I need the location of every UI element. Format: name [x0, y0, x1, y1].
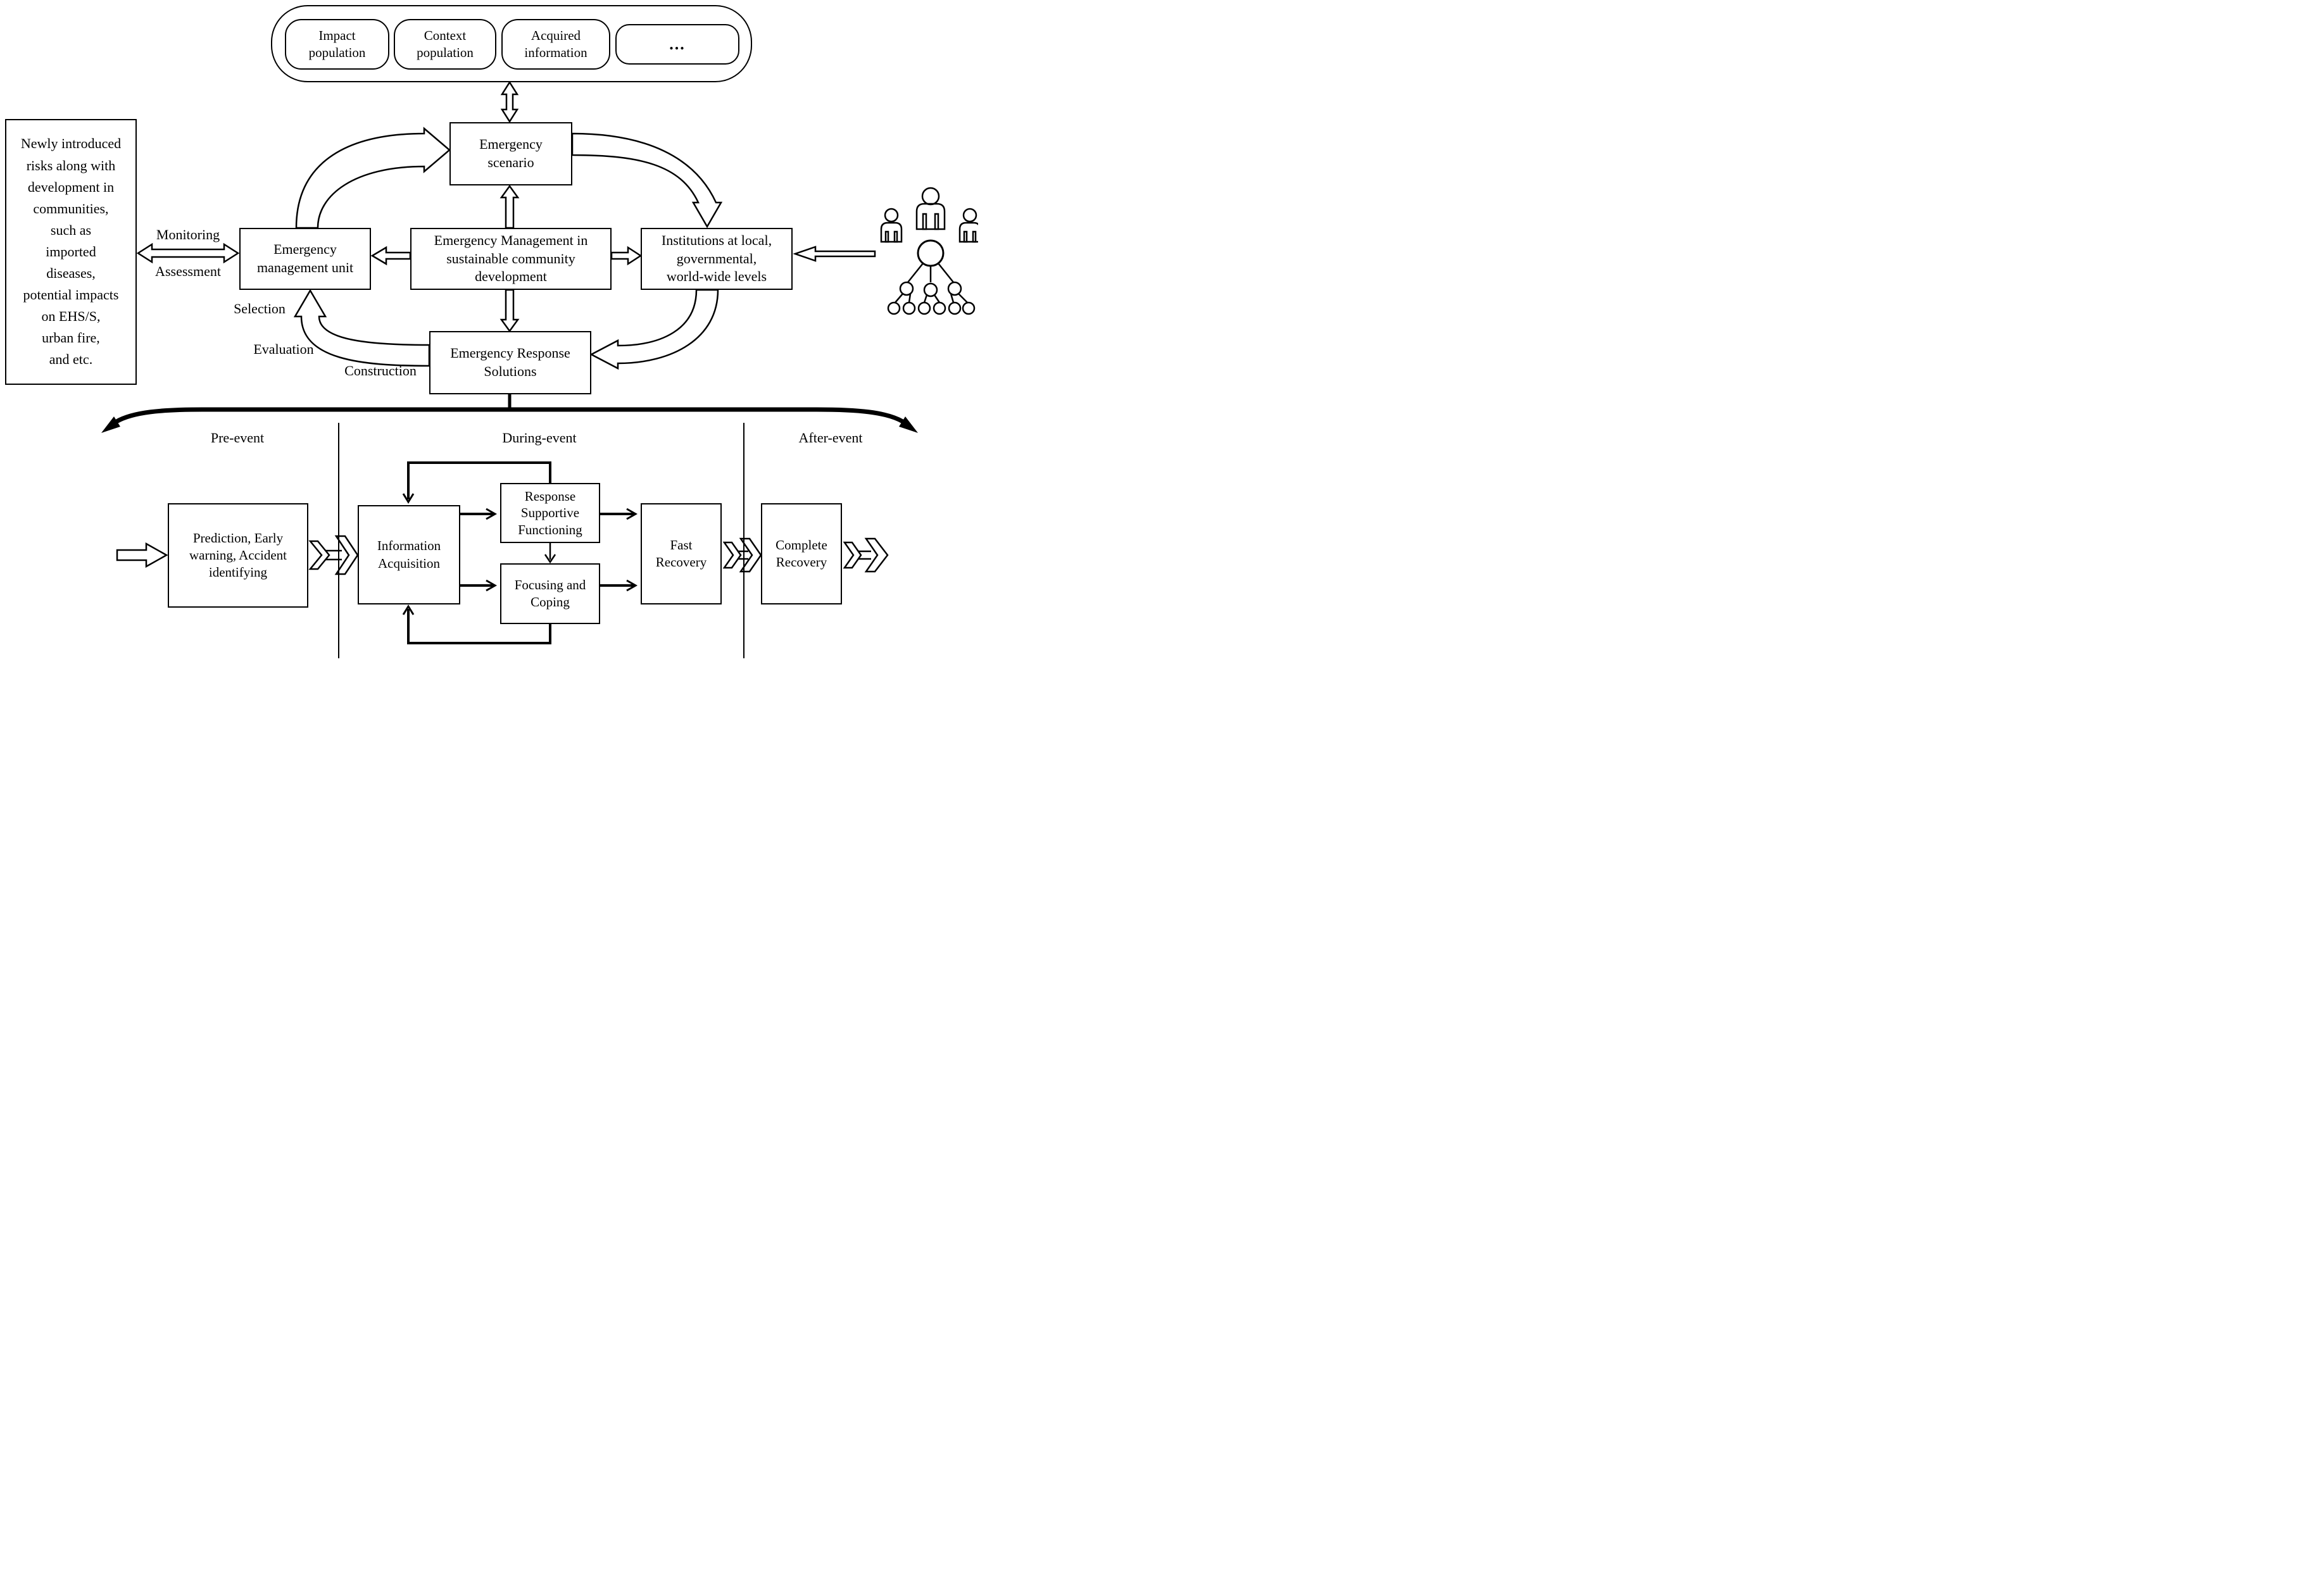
person-icon: [962, 208, 977, 223]
arrowhead: [402, 604, 415, 615]
context-population-label: Context population: [417, 27, 474, 60]
phase-during-event-label: During-event: [502, 430, 577, 446]
arrow-complete-out: [843, 537, 889, 573]
arrow-center-to-unit: [370, 246, 411, 266]
phase-pre-event-label: Pre-event: [210, 430, 265, 446]
institutions-label: Institutions at local, governmental, wor…: [661, 232, 772, 285]
emergency-management-diagram: Impact population Context population Acq…: [0, 0, 978, 661]
arrowhead: [486, 508, 498, 520]
phase-after-event-label: After-event: [798, 430, 863, 446]
emergency-response-solutions-box: Emergency Response Solutions: [429, 331, 591, 394]
arrow-institutions-to-solutions: [589, 289, 719, 370]
arrowhead: [544, 554, 556, 564]
information-acquisition-label: Information Acquisition: [377, 538, 441, 571]
emergency-scenario-label: Emergency scenario: [479, 136, 543, 170]
emergency-management-center-box: Emergency Management in sustainable comm…: [410, 228, 612, 290]
arrow-into-prediction: [116, 542, 168, 568]
new-risks-note-box: Newly introduced risks along with develo…: [5, 119, 137, 385]
response-supportive-box: Response Supportive Functioning: [500, 483, 600, 543]
community-people-icon: [880, 187, 978, 315]
emergency-management-unit-box: Emergency management unit: [239, 228, 371, 290]
institutions-box: Institutions at local, governmental, wor…: [641, 228, 793, 290]
arrowhead: [402, 493, 415, 504]
focusing-coping-box: Focusing and Coping: [500, 563, 600, 624]
arrow-scenario-to-institutions: [571, 132, 723, 228]
ellipsis-label: ...: [669, 35, 686, 54]
complete-recovery-label: Complete Recovery: [776, 537, 827, 570]
emergency-management-unit-label: Emergency management unit: [256, 241, 354, 275]
arrow-fast-to-complete: [722, 537, 762, 573]
prediction-label: Prediction, Early warning, Accident iden…: [189, 530, 287, 580]
impact-population-pill: Impact population: [285, 19, 389, 70]
ellipsis-pill: ...: [615, 24, 739, 65]
information-acquisition-box: Information Acquisition: [358, 505, 460, 604]
fast-recovery-label: Fast Recovery: [655, 537, 707, 570]
diagram-connectors: [101, 80, 978, 658]
timeline-right-arrowhead: [899, 416, 918, 433]
emergency-management-center-label: Emergency Management in sustainable comm…: [434, 232, 588, 285]
arrow-center-to-solutions: [499, 289, 520, 333]
acquired-information-label: Acquired information: [524, 27, 587, 60]
feedback-loop-bottom: [407, 609, 551, 644]
arrow-prediction-to-acquisition: [308, 535, 359, 575]
network-tree-icon: [887, 239, 976, 315]
timeline-brace: [115, 407, 904, 424]
emergency-scenario-box: Emergency scenario: [449, 122, 572, 185]
new-risks-note-label: Newly introduced risks along with develo…: [20, 135, 122, 368]
arrow-unit-to-scenario: [295, 127, 451, 229]
arrow-solutions-to-unit: [293, 289, 430, 367]
arrow-center-to-institutions: [610, 246, 643, 266]
focusing-coping-label: Focusing and Coping: [514, 577, 586, 610]
arrow-population-scenario-doublehead: [500, 80, 519, 123]
assessment-label: Assessment: [155, 263, 221, 279]
timeline-left-arrowhead: [101, 416, 120, 433]
complete-recovery-box: Complete Recovery: [761, 503, 842, 604]
arrow-community-to-institutions: [793, 246, 876, 262]
arrowhead: [486, 579, 498, 592]
response-supportive-label: Response Supportive Functioning: [518, 489, 582, 537]
selection-label: Selection: [234, 301, 286, 316]
feedback-loop-top: [407, 461, 551, 499]
arrow-monitoring-assessment-doublehead: [136, 242, 240, 264]
arrow-center-to-scenario: [499, 184, 520, 229]
emergency-response-solutions-label: Emergency Response Solutions: [450, 345, 570, 379]
arrowhead: [626, 508, 638, 520]
person-icon: [884, 208, 899, 223]
prediction-box: Prediction, Early warning, Accident iden…: [168, 503, 308, 608]
person-icon: [921, 187, 940, 206]
fast-recovery-box: Fast Recovery: [641, 503, 722, 604]
evaluation-label: Evaluation: [253, 341, 314, 357]
construction-label: Construction: [344, 363, 417, 379]
acquired-information-pill: Acquired information: [501, 19, 610, 70]
impact-population-label: Impact population: [308, 27, 366, 60]
monitoring-label: Monitoring: [156, 227, 220, 242]
arrowhead: [626, 579, 638, 592]
context-population-pill: Context population: [394, 19, 496, 70]
